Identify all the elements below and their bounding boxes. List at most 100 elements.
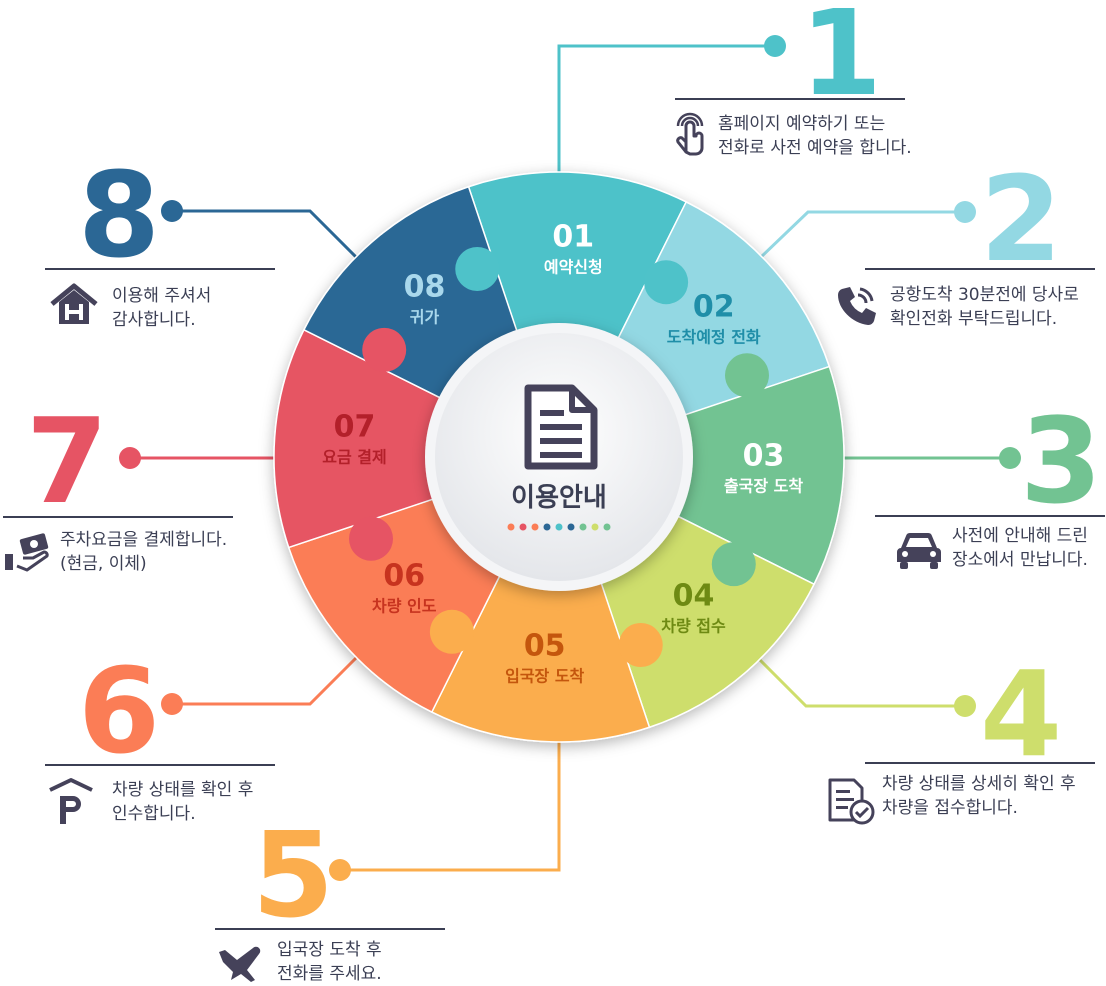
connector-2 <box>758 210 965 260</box>
step-2-line1: 공항도착 30분전에 당사로 <box>890 285 1079 305</box>
connector-dot-3 <box>999 447 1021 469</box>
puzzle-knob-5 <box>429 609 474 654</box>
connector-dot-1 <box>764 35 786 57</box>
connector-dot-7 <box>119 447 141 469</box>
center-dot <box>531 523 539 531</box>
cash-icon <box>5 533 49 572</box>
step-7-line2: (현금, 이체) <box>60 554 147 574</box>
step-6-line1: 차량 상태를 확인 후 <box>112 780 254 800</box>
underline-2 <box>865 268 1095 270</box>
segment-label-2: 도착예정 전화 <box>667 328 761 347</box>
underline-5 <box>215 928 445 930</box>
puzzle-knob-3 <box>711 542 756 587</box>
segment-number-2: 02 <box>693 290 735 325</box>
parking-icon <box>49 778 93 824</box>
step-5-description: 입국장 도착 후 전화를 주세요. <box>277 938 382 986</box>
step-7-number: 7 <box>26 392 108 530</box>
center-dot <box>519 523 527 531</box>
underline-6 <box>45 764 275 766</box>
puzzle-knob-2 <box>724 353 769 398</box>
segment-number-6: 06 <box>383 558 425 593</box>
connector-1 <box>557 44 775 182</box>
step-6-number: 6 <box>78 642 160 780</box>
underline-7 <box>3 516 233 518</box>
center-dot <box>555 523 563 531</box>
home-icon <box>50 283 98 324</box>
segment-label-3: 출국장 도착 <box>724 476 803 495</box>
checklist-icon <box>828 778 875 825</box>
step-8-number: 8 <box>78 146 160 284</box>
step-4-number: 4 <box>980 645 1062 783</box>
puzzle-knob-1 <box>644 260 689 305</box>
connector-dot-5 <box>329 859 351 881</box>
step-8-line2: 감사합니다. <box>112 310 196 330</box>
phone-icon <box>837 287 876 326</box>
connector-6 <box>172 655 359 706</box>
step-1-description: 홈페이지 예약하기 또는 전화로 사전 예약을 합니다. <box>718 112 912 160</box>
step-2-number: 2 <box>980 150 1062 288</box>
step-6-description: 차량 상태를 확인 후 인수합니다. <box>112 778 253 826</box>
connector-dot-2 <box>954 201 976 223</box>
underline-4 <box>865 762 1095 764</box>
connector-5 <box>340 730 561 872</box>
puzzle-knob-7 <box>362 327 407 372</box>
step-3-description: 사전에 안내해 드린 장소에서 만납니다. <box>952 524 1088 572</box>
segment-number-5: 05 <box>524 629 566 664</box>
puzzle-knob-4 <box>618 622 663 667</box>
step-7-line1: 주차요금을 결제합니다. <box>60 530 228 550</box>
step-4-line2: 차량을 접수합니다. <box>882 798 1018 818</box>
segment-label-8: 귀가 <box>410 307 440 326</box>
step-1-line1: 홈페이지 예약하기 또는 <box>718 114 886 134</box>
step-1-line2: 전화로 사전 예약을 합니다. <box>718 138 912 158</box>
segment-number-8: 08 <box>404 269 446 304</box>
segment-label-4: 차량 접수 <box>661 617 726 636</box>
center-dots <box>507 523 611 531</box>
step-8-line1: 이용해 주셔서 <box>112 286 212 306</box>
puzzle-knob-6 <box>349 516 394 561</box>
center-title: 이용안내 <box>511 483 607 513</box>
touch-icon <box>676 112 704 156</box>
center-dot <box>591 523 599 531</box>
center-dot <box>543 523 551 531</box>
document-icon <box>524 384 598 470</box>
airplane-icon <box>219 946 261 982</box>
step-3-line1: 사전에 안내해 드린 <box>952 526 1088 546</box>
step-7-description: 주차요금을 결제합니다. (현금, 이체) <box>60 528 227 576</box>
center-dot <box>507 523 515 531</box>
connector-dot-6 <box>161 693 183 715</box>
segment-label-7: 요금 결제 <box>322 448 386 467</box>
puzzle-knob-8 <box>455 247 500 292</box>
center-dot <box>579 523 587 531</box>
connector-8 <box>172 209 359 260</box>
step-5-line1: 입국장 도착 후 <box>277 940 382 960</box>
center-dot <box>603 523 611 531</box>
underline-1 <box>675 98 905 100</box>
step-5-line2: 전화를 주세요. <box>277 964 382 984</box>
connector-4 <box>758 658 965 708</box>
underline-3 <box>875 515 1105 517</box>
segment-label-1: 예약신청 <box>544 257 603 276</box>
step-5-number: 5 <box>252 806 334 944</box>
connector-dot-8 <box>161 200 183 222</box>
segment-number-7: 07 <box>334 410 376 445</box>
segment-number-1: 01 <box>552 219 594 254</box>
car-icon <box>897 532 941 569</box>
step-2-description: 공항도착 30분전에 당사로 확인전화 부탁드립니다. <box>890 283 1079 331</box>
step-4-line1: 차량 상태를 상세히 확인 후 <box>882 774 1076 794</box>
step-2-line2: 확인전화 부탁드립니다. <box>890 309 1058 329</box>
segment-number-4: 04 <box>673 579 715 614</box>
step-6-line2: 인수합니다. <box>112 804 196 824</box>
connector-dot-4 <box>954 695 976 717</box>
step-1-number: 1 <box>800 0 882 122</box>
underline-8 <box>45 268 275 270</box>
center-dot <box>567 523 575 531</box>
step-4-description: 차량 상태를 상세히 확인 후 차량을 접수합니다. <box>882 772 1076 820</box>
step-8-description: 이용해 주셔서 감사합니다. <box>112 284 211 332</box>
step-3-line2: 장소에서 만납니다. <box>952 550 1088 570</box>
segment-label-6: 차량 인도 <box>372 596 437 615</box>
segment-label-5: 입국장 도착 <box>505 667 584 686</box>
segment-number-3: 03 <box>743 438 785 473</box>
step-3-number: 3 <box>1020 392 1102 530</box>
